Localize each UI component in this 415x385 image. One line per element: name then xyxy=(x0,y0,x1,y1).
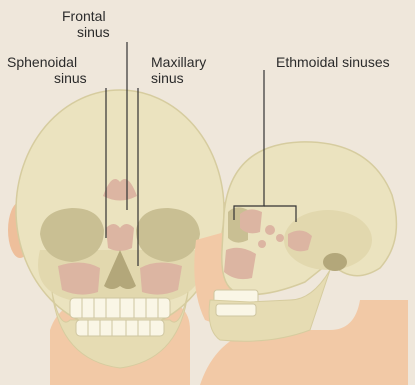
front-maxillary-sinus-right xyxy=(140,262,182,294)
ethmoidal-sinuses-label: Ethmoidal sinuses xyxy=(276,54,390,70)
sphenoidal-sinus-label-line2: sinus xyxy=(7,70,87,86)
front-ethmoid-sinus xyxy=(106,224,134,251)
front-lower-teeth xyxy=(76,320,164,336)
frontal-sinus-label: Frontal sinus xyxy=(62,8,110,40)
frontal-sinus-label-line1: Frontal xyxy=(62,8,110,24)
side-sphenoid-sinus xyxy=(288,230,312,251)
maxillary-sinus-label-line1: Maxillary xyxy=(151,54,206,70)
side-lower-teeth xyxy=(216,304,256,316)
side-maxillary-sinus xyxy=(224,248,256,279)
sphenoidal-sinus-label-line1: Sphenoidal xyxy=(7,54,87,70)
side-ear-canal xyxy=(323,253,347,271)
maxillary-sinus-label-line2: sinus xyxy=(151,70,206,86)
side-ethmoid-cell-3 xyxy=(258,240,266,248)
maxillary-sinus-label: Maxillary sinus xyxy=(151,54,206,86)
front-maxillary-sinus-left xyxy=(58,262,100,294)
frontal-sinus-label-line2: sinus xyxy=(62,24,110,40)
sphenoidal-sinus-label: Sphenoidal sinus xyxy=(7,54,87,86)
side-ethmoid-cell-2 xyxy=(276,234,284,242)
side-ethmoid-cell-1 xyxy=(265,225,275,235)
side-ethmoid-sinus-1 xyxy=(240,209,262,233)
